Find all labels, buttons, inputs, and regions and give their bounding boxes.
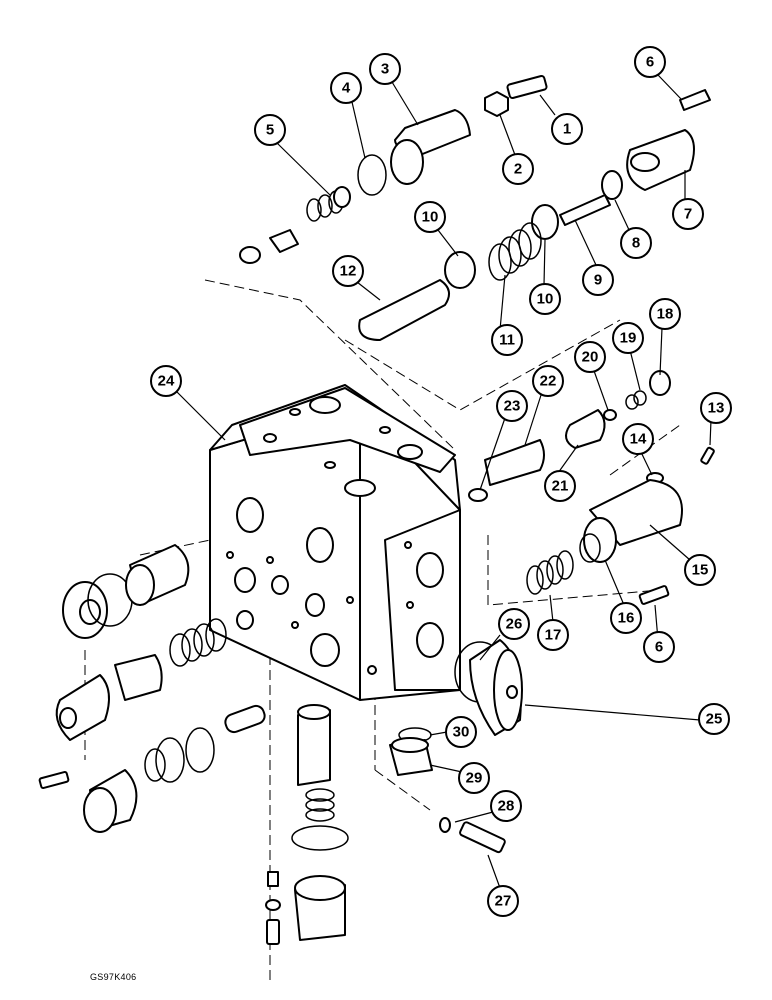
callout-30: 30 xyxy=(445,716,477,748)
callout-7: 7 xyxy=(672,198,704,230)
callout-4: 4 xyxy=(330,72,362,104)
callout-19-label: 19 xyxy=(620,330,637,347)
callout-5: 5 xyxy=(254,114,286,146)
callout-8-label: 8 xyxy=(632,235,640,252)
callout-5-label: 5 xyxy=(266,122,274,139)
callout-10b-label: 10 xyxy=(537,291,554,308)
top-spool-parts xyxy=(239,74,711,341)
callout-28: 28 xyxy=(490,790,522,822)
callout-3-label: 3 xyxy=(381,61,389,78)
callout-17: 17 xyxy=(537,619,569,651)
leader-lines xyxy=(176,74,712,889)
callout-3: 3 xyxy=(369,53,401,85)
callout-16: 16 xyxy=(610,602,642,634)
callout-27: 27 xyxy=(487,885,519,917)
callout-23: 23 xyxy=(496,390,528,422)
callout-4-label: 4 xyxy=(342,80,351,97)
callout-11-label: 11 xyxy=(499,332,515,349)
callout-1: 1 xyxy=(551,113,583,145)
callout-21-label: 21 xyxy=(552,478,569,495)
callout-15-label: 15 xyxy=(692,562,709,579)
spring-17 xyxy=(526,550,574,595)
callout-29-label: 29 xyxy=(466,770,483,787)
plug-parts xyxy=(389,639,523,854)
callout-12-label: 12 xyxy=(340,263,357,280)
callout-26: 26 xyxy=(498,608,530,640)
callout-18: 18 xyxy=(649,298,681,330)
callout-26-label: 26 xyxy=(506,616,523,633)
callout-23-label: 23 xyxy=(504,398,521,415)
callout-1-label: 1 xyxy=(563,121,571,138)
callout-24-label: 24 xyxy=(158,373,175,390)
callout-15: 15 xyxy=(684,554,716,586)
callout-12: 12 xyxy=(332,255,364,287)
callout-29: 29 xyxy=(458,762,490,794)
callout-27-label: 27 xyxy=(495,893,512,910)
callout-16-label: 16 xyxy=(618,610,635,627)
callout-7-label: 7 xyxy=(684,206,692,223)
spring-11 xyxy=(488,222,542,281)
callout-30-label: 30 xyxy=(453,724,470,741)
right-side-parts xyxy=(468,370,715,605)
callout-10b: 10 xyxy=(529,283,561,315)
callout-13-label: 13 xyxy=(708,400,725,417)
callout-6b-label: 6 xyxy=(655,639,663,656)
bottom-centre-parts xyxy=(265,704,349,945)
callout-22: 22 xyxy=(532,365,564,397)
callout-19: 19 xyxy=(612,322,644,354)
valve-body xyxy=(209,384,461,701)
callout-9: 9 xyxy=(582,264,614,296)
callout-2-label: 2 xyxy=(514,161,522,178)
left-side-parts xyxy=(38,544,266,833)
callout-25: 25 xyxy=(698,703,730,735)
figure-code: GS97K406 xyxy=(90,972,137,982)
callout-22-label: 22 xyxy=(540,373,557,390)
callout-10a-label: 10 xyxy=(422,209,439,226)
callout-28-label: 28 xyxy=(498,798,515,815)
callout-13: 13 xyxy=(700,392,732,424)
callout-2: 2 xyxy=(502,153,534,185)
callout-9-label: 9 xyxy=(594,272,602,289)
callout-20: 20 xyxy=(574,341,606,373)
callout-14-label: 14 xyxy=(630,431,647,448)
callout-25-label: 25 xyxy=(706,711,723,728)
callout-6: 6 xyxy=(634,46,666,78)
callout-6b: 6 xyxy=(643,631,675,663)
callout-17-label: 17 xyxy=(545,627,562,644)
callout-20-label: 20 xyxy=(582,349,599,366)
callout-24: 24 xyxy=(150,365,182,397)
callout-14: 14 xyxy=(622,423,654,455)
callout-8: 8 xyxy=(620,227,652,259)
assembly-lines xyxy=(84,279,681,980)
callout-10a: 10 xyxy=(414,201,446,233)
callout-18-label: 18 xyxy=(657,306,674,323)
callout-6-label: 6 xyxy=(646,54,654,71)
callout-11: 11 xyxy=(491,324,523,356)
callout-21: 21 xyxy=(544,470,576,502)
